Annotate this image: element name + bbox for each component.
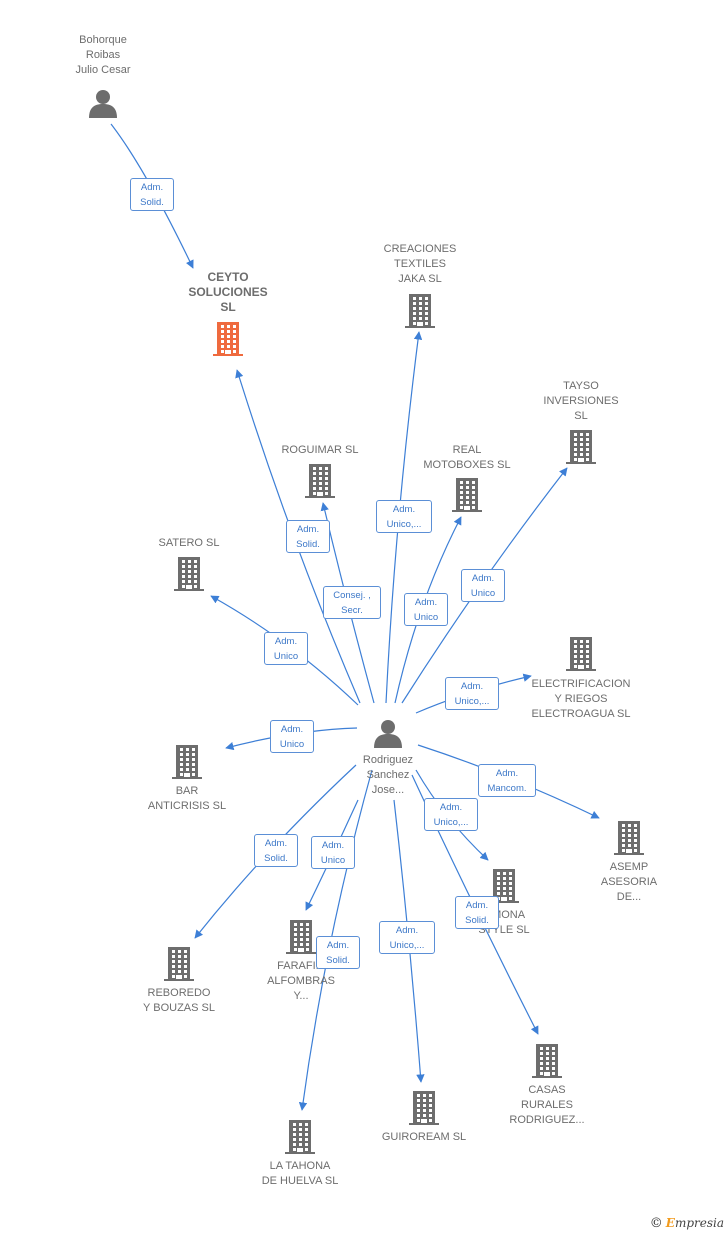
node-label[interactable]: CASAS RURALES RODRIGUEZ... (509, 1084, 585, 1126)
node-label[interactable]: GUIROREAM SL (381, 1131, 467, 1143)
building-icon (286, 920, 316, 954)
node-label[interactable]: BAR ANTICRISIS SL (147, 785, 227, 812)
relation-label[interactable]: Adm. Unico (270, 720, 314, 753)
node-label[interactable]: REBOREDO Y BOUZAS SL (143, 987, 215, 1014)
relation-label[interactable]: Adm. Unico (311, 836, 355, 869)
building-icon (174, 557, 204, 591)
copyright-mark: © (649, 1216, 663, 1231)
building-icon (489, 869, 519, 903)
relation-label[interactable]: Adm. Unico (264, 632, 308, 665)
relation-label[interactable]: Adm. Solid. (286, 520, 330, 553)
building-icon (213, 322, 243, 356)
building-icon (566, 430, 596, 464)
building-icon (532, 1044, 562, 1078)
relation-label[interactable]: Adm. Solid. (254, 834, 298, 867)
relation-label[interactable]: Adm. Unico,... (379, 921, 435, 954)
building-icon (452, 478, 482, 512)
node-label[interactable]: SATERO SL (158, 537, 220, 549)
building-icon (614, 821, 644, 855)
node-label[interactable]: ASEMP ASESORIA DE... (600, 861, 658, 903)
relation-label[interactable]: Adm. Solid. (130, 178, 174, 211)
relation-label[interactable]: Adm. Unico,... (445, 677, 499, 710)
empresia-brand[interactable]: ©Empresia (650, 1216, 724, 1231)
node-label[interactable]: Bohorque Roibas Julio Cesar (75, 34, 131, 76)
person-icon (374, 720, 402, 748)
relation-label[interactable]: Consej. , Secr. (323, 586, 381, 619)
relation-label[interactable]: Adm. Unico,... (376, 500, 432, 533)
node-label[interactable]: ROGUIMAR SL (281, 444, 359, 456)
node-label[interactable]: REAL MOTOBOXES SL (423, 444, 511, 471)
relation-label[interactable]: Adm. Unico (461, 569, 505, 602)
building-icon (164, 947, 194, 981)
relation-label[interactable]: Adm. Unico (404, 593, 448, 626)
brand-name: mpresia (674, 1216, 724, 1230)
building-icon (405, 294, 435, 328)
node-label[interactable]: TAYSO INVERSIONES SL (543, 380, 619, 422)
building-icon (305, 464, 335, 498)
relation-label[interactable]: Adm. Solid. (316, 936, 360, 969)
node-label[interactable]: LA TAHONA DE HUELVA SL (261, 1160, 339, 1187)
building-icon (285, 1120, 315, 1154)
relation-label[interactable]: Adm. Solid. (455, 896, 499, 929)
node-label[interactable]: Rodriguez Sanchez Jose... (362, 754, 414, 796)
relation-label[interactable]: Adm. Unico,... (424, 798, 478, 831)
relation-label[interactable]: Adm. Mancom. (478, 764, 536, 797)
node-label[interactable]: CEYTO SOLUCIONES SL (188, 270, 268, 314)
node-label[interactable]: FARAFI... ALFOMBRAS Y... (267, 960, 335, 1002)
building-icon (566, 637, 596, 671)
node-label[interactable]: CREACIONES TEXTILES JAKA SL (383, 243, 457, 285)
person-icon (89, 90, 117, 118)
node-label[interactable]: ELECTRIFICACION Y RIEGOS ELECTROAGUA SL (531, 678, 631, 720)
building-icon (409, 1091, 439, 1125)
building-icon (172, 745, 202, 779)
brand-initial: E (665, 1216, 675, 1230)
